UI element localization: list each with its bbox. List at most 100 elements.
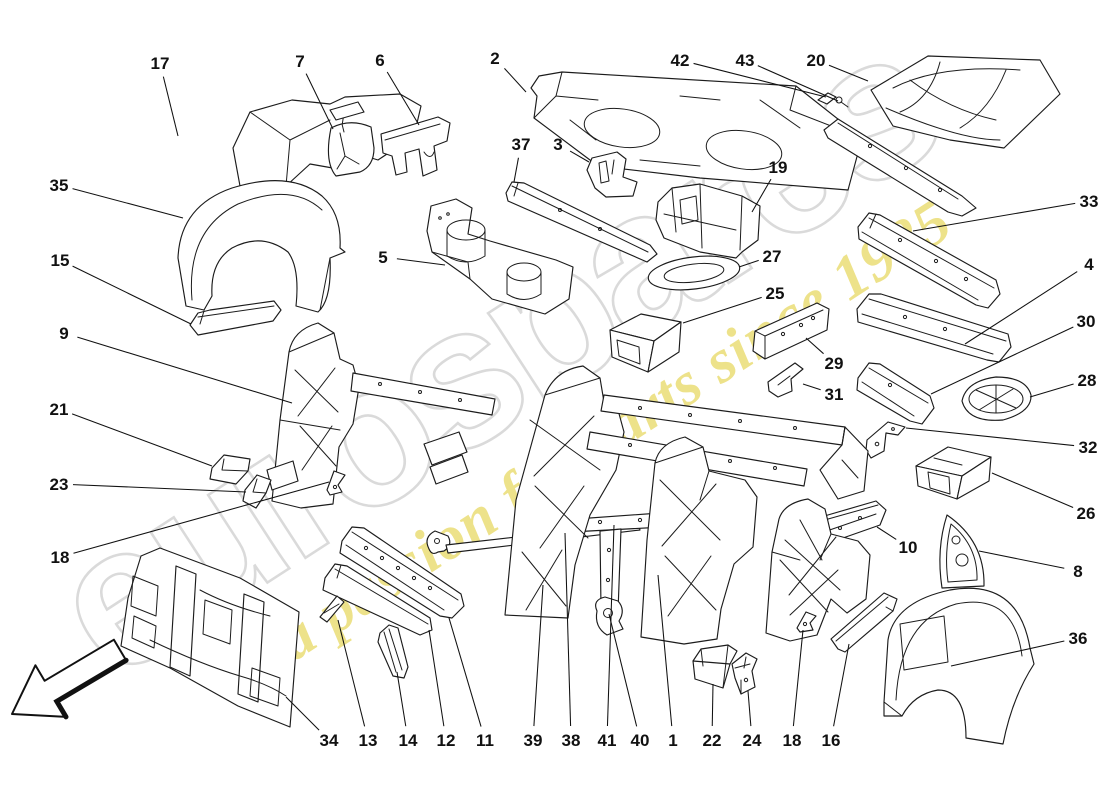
- callout-leader-35: [72, 188, 184, 219]
- part-number-label-16: 16: [822, 731, 841, 750]
- part-sketch-25-box-member: [609, 313, 682, 373]
- part-sketch-18-bracket-right: [796, 611, 817, 633]
- callout-leader-37: [513, 157, 519, 183]
- callout-leader-33: [912, 202, 1076, 232]
- callout-leader-32: [905, 427, 1075, 447]
- part-sketch-3-bracket-panel: [586, 151, 638, 198]
- part-sketch-32-bracket: [865, 421, 906, 459]
- part-sketch-28-oval-panel: [961, 376, 1032, 421]
- part-sketch-4-rail: [856, 293, 1012, 363]
- part-sketch-31-bracket: [767, 362, 804, 398]
- callout-leader-25: [682, 296, 762, 324]
- part-sketch-20-rear-floor-pan: [870, 55, 1061, 149]
- part-number-label-22: 22: [703, 731, 722, 750]
- part-sketch-18-bracket-left: [326, 470, 346, 496]
- part-sketch-rear-rail: [823, 118, 977, 217]
- part-number-label-11: 11: [476, 731, 494, 750]
- part-number-label-8: 8: [1073, 562, 1082, 581]
- part-number-label-25: 25: [766, 284, 785, 303]
- callout-leader-24: [747, 690, 752, 727]
- part-number-label-24: 24: [743, 731, 762, 750]
- part-sketch-33-sill-rail: [857, 212, 1001, 309]
- callout-leader-31: [802, 383, 821, 391]
- callout-leader-28: [1029, 383, 1074, 398]
- part-sketch-21-box: [209, 454, 251, 485]
- callout-leader-18: [792, 629, 804, 727]
- callout-leader-40: [608, 613, 638, 727]
- part-sketch-14-tube: [377, 624, 409, 679]
- part-number-label-29: 29: [825, 354, 844, 373]
- part-sketch-19-rear-bulkhead: [655, 183, 761, 259]
- part-number-label-1: 1: [668, 731, 677, 750]
- part-sketch-center-frame-assembly: [423, 365, 869, 645]
- callout-leader-8: [978, 550, 1065, 569]
- callout-leader-41: [606, 524, 615, 727]
- part-number-label-33: 33: [1080, 192, 1099, 211]
- callout-leader-10: [876, 526, 897, 540]
- part-sketch-27-spare-wheel-tub: [647, 255, 741, 291]
- callout-leader-29: [805, 337, 824, 355]
- callout-leader-15: [72, 265, 192, 325]
- part-sketch-37-crossmember-rail: [505, 181, 658, 263]
- callout-leader-9: [77, 336, 293, 404]
- part-number-label-2: 2: [490, 49, 499, 68]
- part-number-label-34: 34: [320, 731, 339, 750]
- callout-leader-4: [964, 271, 1078, 345]
- part-number-label-36: 36: [1069, 629, 1088, 648]
- part-number-label-42: 42: [671, 51, 690, 70]
- part-sketch-11-perforated-rail: [339, 526, 465, 619]
- part-number-label-41: 41: [598, 731, 617, 750]
- callout-leader-16: [833, 643, 850, 727]
- part-number-label-21: 21: [50, 400, 69, 419]
- part-sketch-30-rail: [856, 362, 935, 425]
- callout-leader-42: [693, 62, 827, 98]
- callout-leader-21: [71, 413, 213, 467]
- part-sketch-6-panel: [380, 116, 451, 177]
- callout-leader-36: [950, 640, 1065, 667]
- part-number-label-7: 7: [295, 52, 304, 71]
- callout-leader-3: [569, 150, 590, 163]
- callout-leader-2: [504, 67, 527, 93]
- callout-leader-27: [738, 259, 759, 268]
- part-sketch-34-rear-panel: [120, 547, 300, 728]
- part-sketch-36-wheelhouse-outer: [883, 587, 1035, 745]
- part-number-label-3: 3: [553, 135, 562, 154]
- callout-leader-5: [396, 258, 446, 266]
- part-number-label-5: 5: [378, 248, 387, 267]
- part-number-label-20: 20: [807, 51, 826, 70]
- part-sketch-16-square-tube: [830, 592, 898, 653]
- callout-leader-23: [72, 484, 247, 493]
- part-sketch-29-rail: [752, 302, 830, 360]
- part-number-label-17: 17: [151, 54, 170, 73]
- part-number-label-27: 27: [763, 247, 782, 266]
- part-number-label-37: 37: [512, 135, 531, 154]
- part-sketch-26-open-box: [915, 446, 992, 500]
- part-number-label-4: 4: [1084, 255, 1094, 274]
- part-number-label-13: 13: [359, 731, 378, 750]
- part-number-label-10: 10: [899, 538, 918, 557]
- part-number-label-14: 14: [399, 731, 418, 750]
- part-number-label-43: 43: [736, 51, 755, 70]
- part-number-label-39: 39: [524, 731, 543, 750]
- callout-leader-7: [305, 73, 334, 130]
- direction-arrow: [11, 638, 129, 720]
- part-number-label-28: 28: [1078, 371, 1097, 390]
- part-sketch-7-panel: [327, 122, 375, 177]
- callout-leader-14: [396, 671, 407, 727]
- part-number-label-35: 35: [50, 176, 69, 195]
- part-number-label-38: 38: [562, 731, 581, 750]
- part-sketch-15-rail: [189, 300, 282, 336]
- callout-leader-1: [657, 574, 673, 727]
- part-number-label-9: 9: [59, 324, 68, 343]
- part-sketch-5-support-crossmember: [426, 198, 574, 315]
- callout-leader-26: [991, 472, 1074, 509]
- part-number-label-19: 19: [769, 158, 788, 177]
- part-sketch-23-box: [242, 474, 272, 509]
- callout-leader-19: [751, 178, 772, 213]
- part-number-label-40: 40: [631, 731, 650, 750]
- callout-leader-34: [285, 696, 320, 731]
- part-number-label-32: 32: [1079, 438, 1098, 457]
